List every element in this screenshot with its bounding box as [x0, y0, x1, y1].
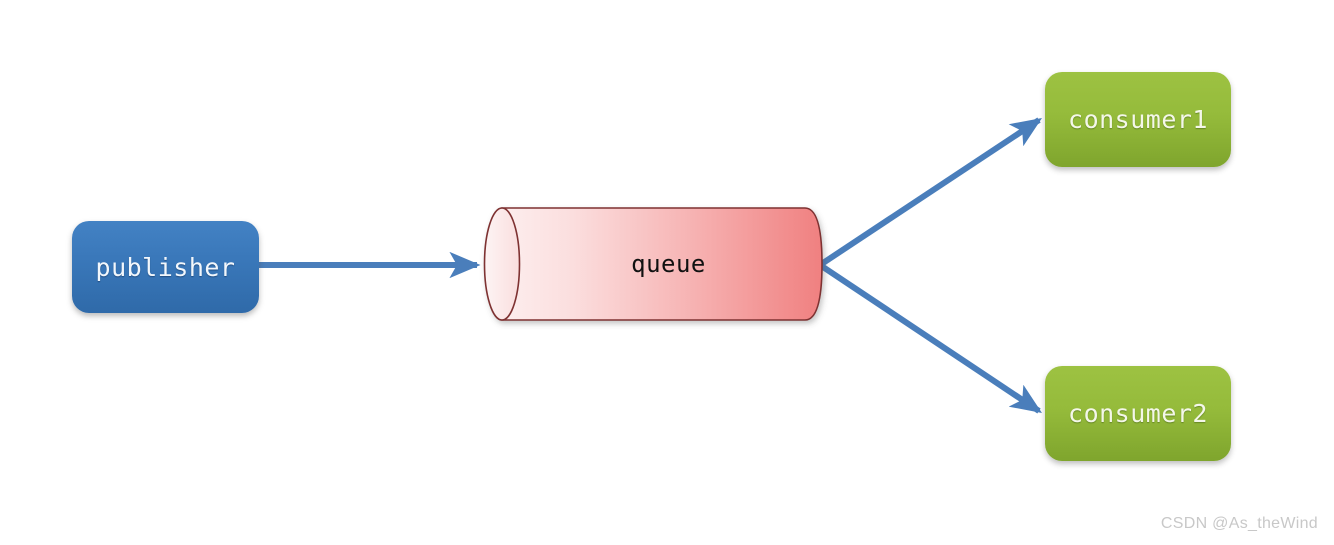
- edge-queue-consumer2: [818, 262, 1042, 414]
- node-queue-label: queue: [631, 250, 706, 278]
- watermark: CSDN @As_theWind: [1160, 515, 1318, 532]
- cylinder-shape: [483, 207, 823, 321]
- node-publisher-label: publisher: [95, 252, 236, 282]
- node-consumer1-label: consumer1: [1068, 105, 1208, 134]
- node-consumer2-label: consumer2: [1068, 399, 1208, 428]
- node-consumer1[interactable]: consumer1: [1045, 72, 1231, 167]
- edge-queue-consumer1: [818, 117, 1043, 268]
- node-queue[interactable]: queue: [483, 207, 823, 321]
- node-publisher[interactable]: publisher: [72, 221, 259, 313]
- node-consumer2[interactable]: consumer2: [1045, 366, 1231, 461]
